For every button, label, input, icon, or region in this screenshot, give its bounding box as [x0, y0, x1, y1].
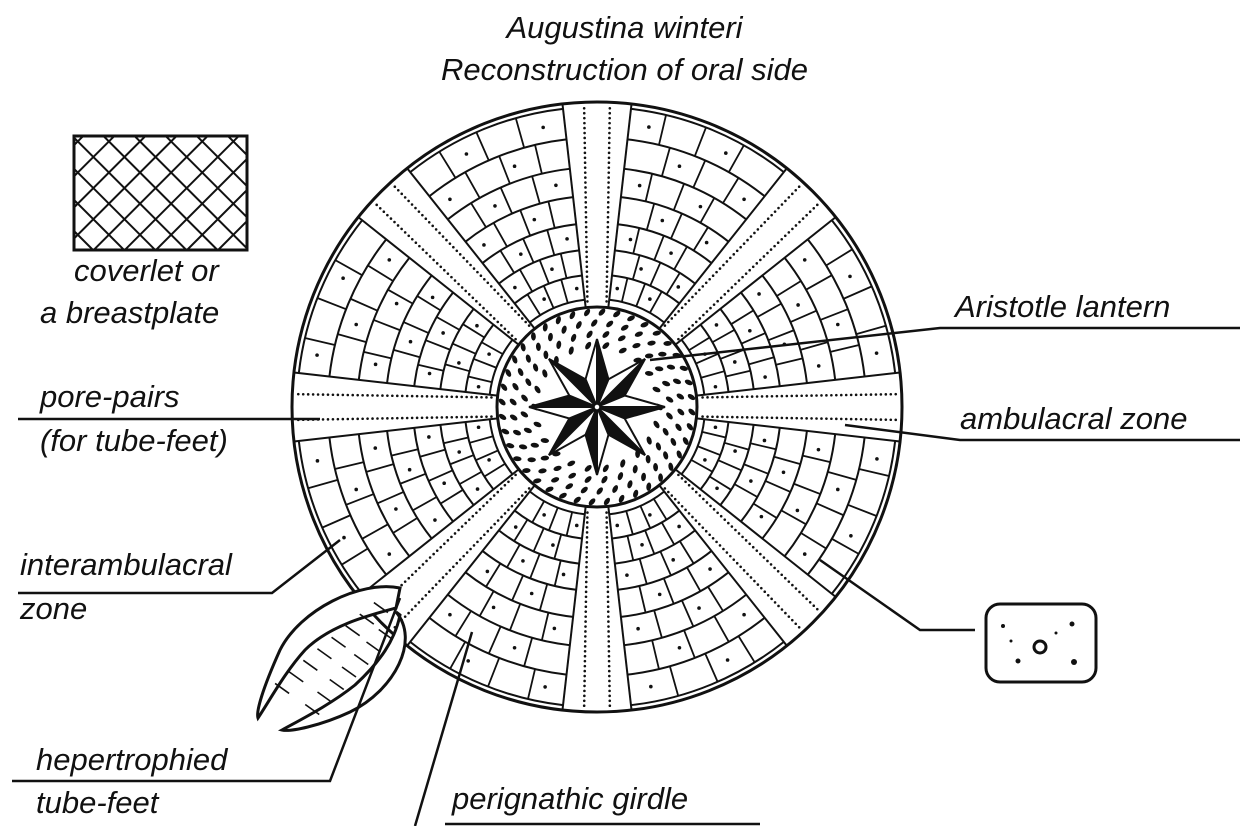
coverlet-swatch: [74, 136, 247, 250]
perignathic-label: perignathic girdle: [452, 782, 688, 816]
tube-feet-drawing: [258, 587, 406, 731]
interamb-label-2: zone: [20, 592, 87, 626]
title-line-2: Reconstruction of oral side: [0, 50, 1249, 90]
aristotle-label: Aristotle lantern: [955, 290, 1170, 324]
coverlet-label-1: coverlet or: [74, 254, 219, 288]
tubefeet-label-2: tube-feet: [36, 786, 158, 820]
coverlet-label-2: a breastplate: [40, 296, 219, 330]
tubefeet-label-1: hepertrophied: [36, 743, 227, 777]
pore-pairs-label-2: (for tube-feet): [40, 424, 228, 458]
aristotle-lantern-star: [529, 339, 665, 475]
ambulacral-label: ambulacral zone: [960, 402, 1187, 436]
pore-pairs-label-1: pore-pairs: [40, 380, 180, 414]
interamb-label-1: interambulacral: [20, 548, 232, 582]
plate-detail-inset: [986, 604, 1096, 682]
title-line-1: Augustina winteri: [0, 8, 1249, 48]
